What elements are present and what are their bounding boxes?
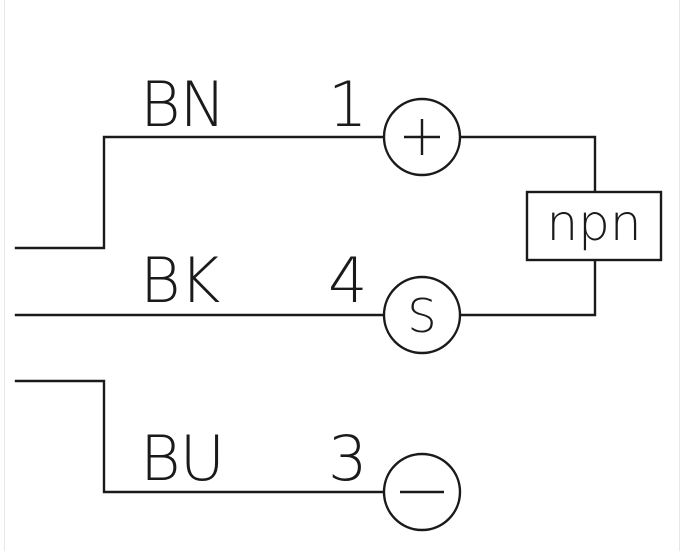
pin-label-1: 1 xyxy=(328,68,367,141)
npn-label: npn xyxy=(546,194,641,252)
terminal-signal xyxy=(382,275,462,355)
wire-bu xyxy=(14,379,386,494)
wire-bn xyxy=(14,135,386,250)
left-frame-edge xyxy=(4,0,5,551)
signal-symbol: S xyxy=(407,289,436,343)
wire-label-bk: BK xyxy=(140,244,220,317)
wire-plus-to-npn xyxy=(459,135,597,194)
wire-npn-to-signal xyxy=(459,258,597,317)
pin-label-3: 3 xyxy=(328,422,367,495)
wire-label-bu: BU xyxy=(140,422,224,495)
npn-box xyxy=(525,190,663,262)
wire-label-bn: BN xyxy=(140,68,225,141)
pin-label-4: 4 xyxy=(328,244,367,317)
right-frame-edge xyxy=(679,0,680,551)
